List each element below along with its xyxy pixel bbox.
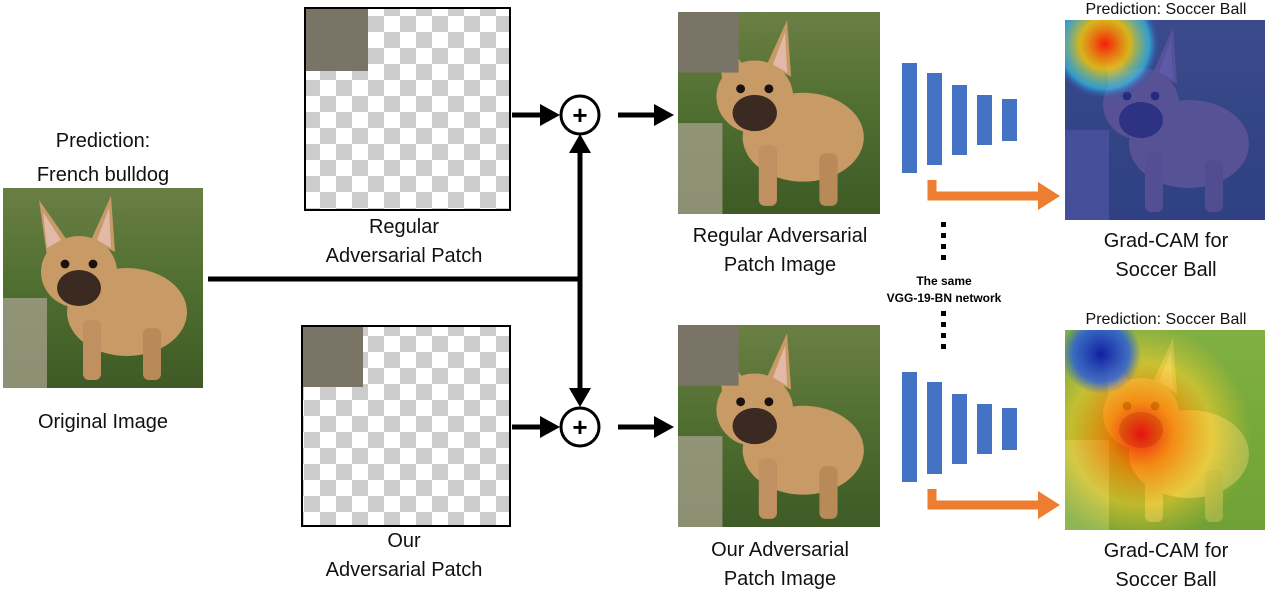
gradcam-bottom-caption-line1: Grad-CAM for bbox=[1104, 540, 1229, 562]
network-separator-dots bbox=[941, 222, 946, 349]
network-bottom bbox=[902, 372, 1017, 482]
arrow-head-bottom-image bbox=[654, 416, 674, 438]
our-patch-canvas bbox=[301, 325, 511, 527]
gradcam-top-caption-line1: Grad-CAM for bbox=[1104, 230, 1229, 252]
regular-patch-caption-line2: Adversarial Patch bbox=[326, 245, 483, 267]
our-image-caption-line2: Patch Image bbox=[724, 568, 836, 590]
regular-patch-square bbox=[306, 9, 368, 71]
regular-patch-caption-line1: Regular bbox=[369, 216, 439, 238]
orange-arrow-bottom bbox=[927, 489, 1060, 519]
arrow-head-down bbox=[569, 388, 591, 407]
original-prediction-line2: French bulldog bbox=[37, 164, 169, 186]
arrow-head-up bbox=[569, 134, 591, 153]
original-image-caption: Original Image bbox=[38, 411, 168, 433]
gradcam-top-prediction: Prediction: Soccer Ball bbox=[1086, 1, 1247, 18]
orange-arrow-top bbox=[927, 180, 1060, 210]
arrow-heads bbox=[540, 104, 674, 438]
network-bottom-layer-4 bbox=[977, 404, 992, 454]
our-patch-caption-line1: Our bbox=[387, 530, 421, 552]
network-bottom-layer-2 bbox=[927, 382, 942, 474]
our-image-caption-line1: Our Adversarial bbox=[711, 539, 849, 561]
gradcam-top-heatmap bbox=[1065, 20, 1265, 220]
network-bottom-layer-1 bbox=[902, 372, 917, 482]
original-dog-image bbox=[3, 188, 203, 388]
original-prediction-line1: Prediction: bbox=[56, 130, 151, 152]
our-patch-square bbox=[303, 327, 363, 387]
plus-operator-top: + bbox=[559, 94, 601, 136]
regular-image-caption-line2: Patch Image bbox=[724, 254, 836, 276]
network-top-layer-2 bbox=[927, 73, 942, 165]
gradcam-bottom-caption-line2: Soccer Ball bbox=[1115, 569, 1216, 590]
plus-symbol-bottom: + bbox=[572, 412, 587, 442]
regular-adversarial-image bbox=[678, 12, 880, 214]
arrow-head-bottom-plus bbox=[540, 416, 560, 438]
network-bottom-layer-3 bbox=[952, 394, 967, 464]
network-label-line1: The same bbox=[916, 274, 972, 288]
arrow-head-top-image bbox=[654, 104, 674, 126]
network-bottom-layer-5 bbox=[1002, 408, 1017, 450]
plus-operator-bottom: + bbox=[559, 406, 601, 448]
plus-symbol-top: + bbox=[572, 100, 587, 130]
network-label-line2: VGG-19-BN network bbox=[887, 291, 1002, 305]
gradcam-bottom-prediction: Prediction: Soccer Ball bbox=[1086, 311, 1247, 328]
network-top-layer-3 bbox=[952, 85, 967, 155]
network-top-layer-5 bbox=[1002, 99, 1017, 141]
arrow-head-top-plus bbox=[540, 104, 560, 126]
our-patch-caption-line2: Adversarial Patch bbox=[326, 559, 483, 581]
regular-image-caption-line1: Regular Adversarial bbox=[693, 225, 868, 247]
our-adversarial-image bbox=[678, 325, 880, 527]
network-top-layer-1 bbox=[902, 63, 917, 173]
gradcam-top-caption-line2: Soccer Ball bbox=[1115, 259, 1216, 281]
gradcam-bottom-heatmap bbox=[1065, 330, 1265, 530]
regular-patch-canvas bbox=[304, 7, 511, 211]
network-top-layer-4 bbox=[977, 95, 992, 145]
network-top bbox=[902, 63, 1017, 173]
flow-connectors bbox=[208, 112, 656, 430]
